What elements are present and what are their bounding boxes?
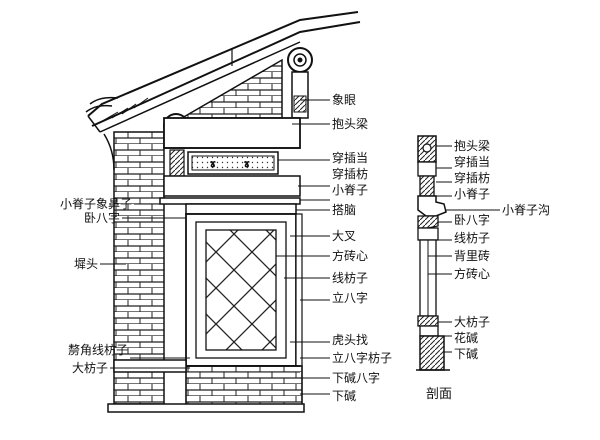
label-hutouzhao: 虎头找 (332, 333, 368, 347)
xiaojizi-cap (159, 197, 301, 205)
section-labels: 抱头梁 穿插当 穿插枋 小脊子 小脊子沟 卧八字 线枋子 背里砖 方砖心 大枋子… (426, 138, 550, 402)
label-baotouliang: 抱头梁 (332, 116, 368, 131)
sec-label-dafangzi: 大枋子 (454, 314, 490, 329)
label-danao: 搭脑 (332, 203, 356, 217)
sec-label-xiaojizi: 小脊子 (454, 187, 490, 201)
label-chuanchafang: 穿插枋 (332, 166, 368, 181)
label-xiajian: 下碱 (332, 389, 356, 403)
section-base-hatch (419, 335, 445, 371)
xiajian-brick-base (185, 365, 303, 411)
section-xiaojizi-profile (417, 195, 447, 217)
sec-label-xiaojizigou: 小脊子沟 (502, 203, 550, 217)
purlin-upper-icon (287, 47, 313, 73)
label-xianfangzi: 线枋子 (332, 270, 368, 285)
dafangzi-band (113, 359, 187, 373)
label-wobazi: 卧八字 (84, 210, 120, 225)
sec-label-fangzhuanxin: 方砖心 (454, 266, 490, 281)
sec-label-wobazi: 卧八字 (454, 212, 490, 227)
label-xiangyan: 象眼 (332, 93, 356, 107)
baotouliang-beam (163, 117, 301, 149)
label-libazi: 立八字 (332, 290, 368, 305)
elevation-labels: 象眼 抱头梁 穿插当 穿插枋 小脊子 搭脑 大叉 方砖心 线枋子 立八字 虎头找… (60, 93, 392, 403)
sec-label-chuanchadang: 穿插当 (454, 154, 490, 169)
label-xiaojizi-xiangbizi: 小脊子象鼻子 (60, 196, 132, 211)
elevation-leaders (100, 99, 330, 395)
chuanchafang-beam (163, 175, 301, 197)
fangzhuanxin-diamond-panel (205, 229, 277, 351)
label-xiaojizi: 小脊子 (332, 183, 368, 197)
sec-label-baotouliang: 抱头梁 (454, 138, 490, 153)
elevation-drawing: ɤ ɤ (85, 11, 361, 413)
label-dafangzi: 大枋子 (72, 360, 108, 375)
roof-eave (85, 11, 361, 133)
label-dacha: 大叉 (332, 229, 356, 243)
label-saitou: 墀头 (74, 257, 98, 271)
section-drawing (416, 135, 450, 371)
sec-label-chuanchafang: 穿插枋 (454, 170, 490, 185)
label-chuanchadang: 穿插当 (332, 150, 368, 165)
beam-end (293, 95, 307, 113)
saitou-brick-column (113, 131, 165, 405)
label-kejiao-xianfangzi: 剺角线枋子 (68, 342, 128, 357)
sec-label-xianfangzi: 线枋子 (454, 230, 490, 245)
sec-label-xiajian: 下碱 (454, 347, 478, 361)
label-fangzhuanxin: 方砖心 (332, 248, 368, 263)
svg-text:ɤ: ɤ (210, 159, 216, 170)
sec-label-beilizhuan: 背里砖 (454, 248, 490, 263)
sec-caption: 剖面 (426, 387, 452, 402)
sec-label-huajian: 花碱 (454, 330, 478, 345)
svg-text:ɤ: ɤ (244, 159, 250, 170)
label-libazi-fangzi: 立八字枋子 (332, 350, 392, 365)
section-leaders (428, 145, 500, 353)
label-xiajian-bazi: 下碱八字 (332, 370, 380, 385)
